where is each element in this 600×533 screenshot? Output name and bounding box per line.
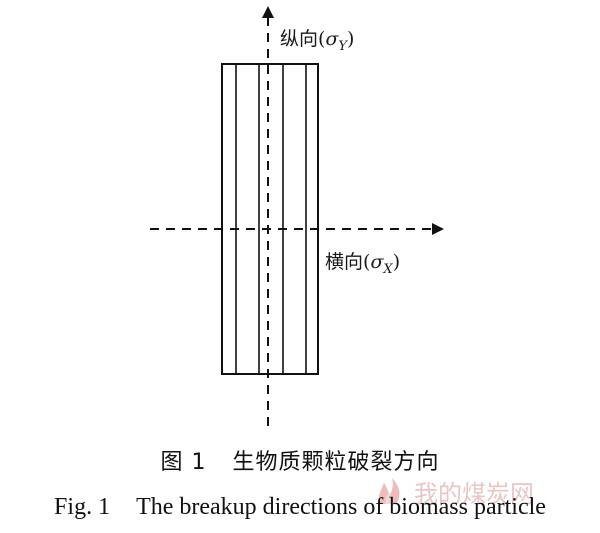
biomass-particle [221, 63, 319, 375]
watermark-text: 我的煤炭网 [414, 480, 534, 508]
vertical-axis-label: 纵向(σY) [280, 28, 354, 54]
particle-outline [221, 63, 319, 375]
caption-chinese: 图 1 生物质颗粒破裂方向 [0, 444, 600, 476]
watermark: 我的煤炭网 [372, 472, 592, 508]
caption-english: Fig. 1 The breakup directions of biomass … [0, 494, 600, 521]
flame-logo-icon [378, 478, 400, 504]
horizontal-axis-label: 横向(σX) [325, 251, 400, 277]
caption-cn-number: 图 1 [160, 450, 207, 475]
caption-en-number: Fig. 1 [54, 494, 111, 520]
caption-en-title: The breakup directions of biomass partic… [136, 494, 546, 520]
caption-cn-title: 生物质颗粒破裂方向 [232, 450, 440, 475]
